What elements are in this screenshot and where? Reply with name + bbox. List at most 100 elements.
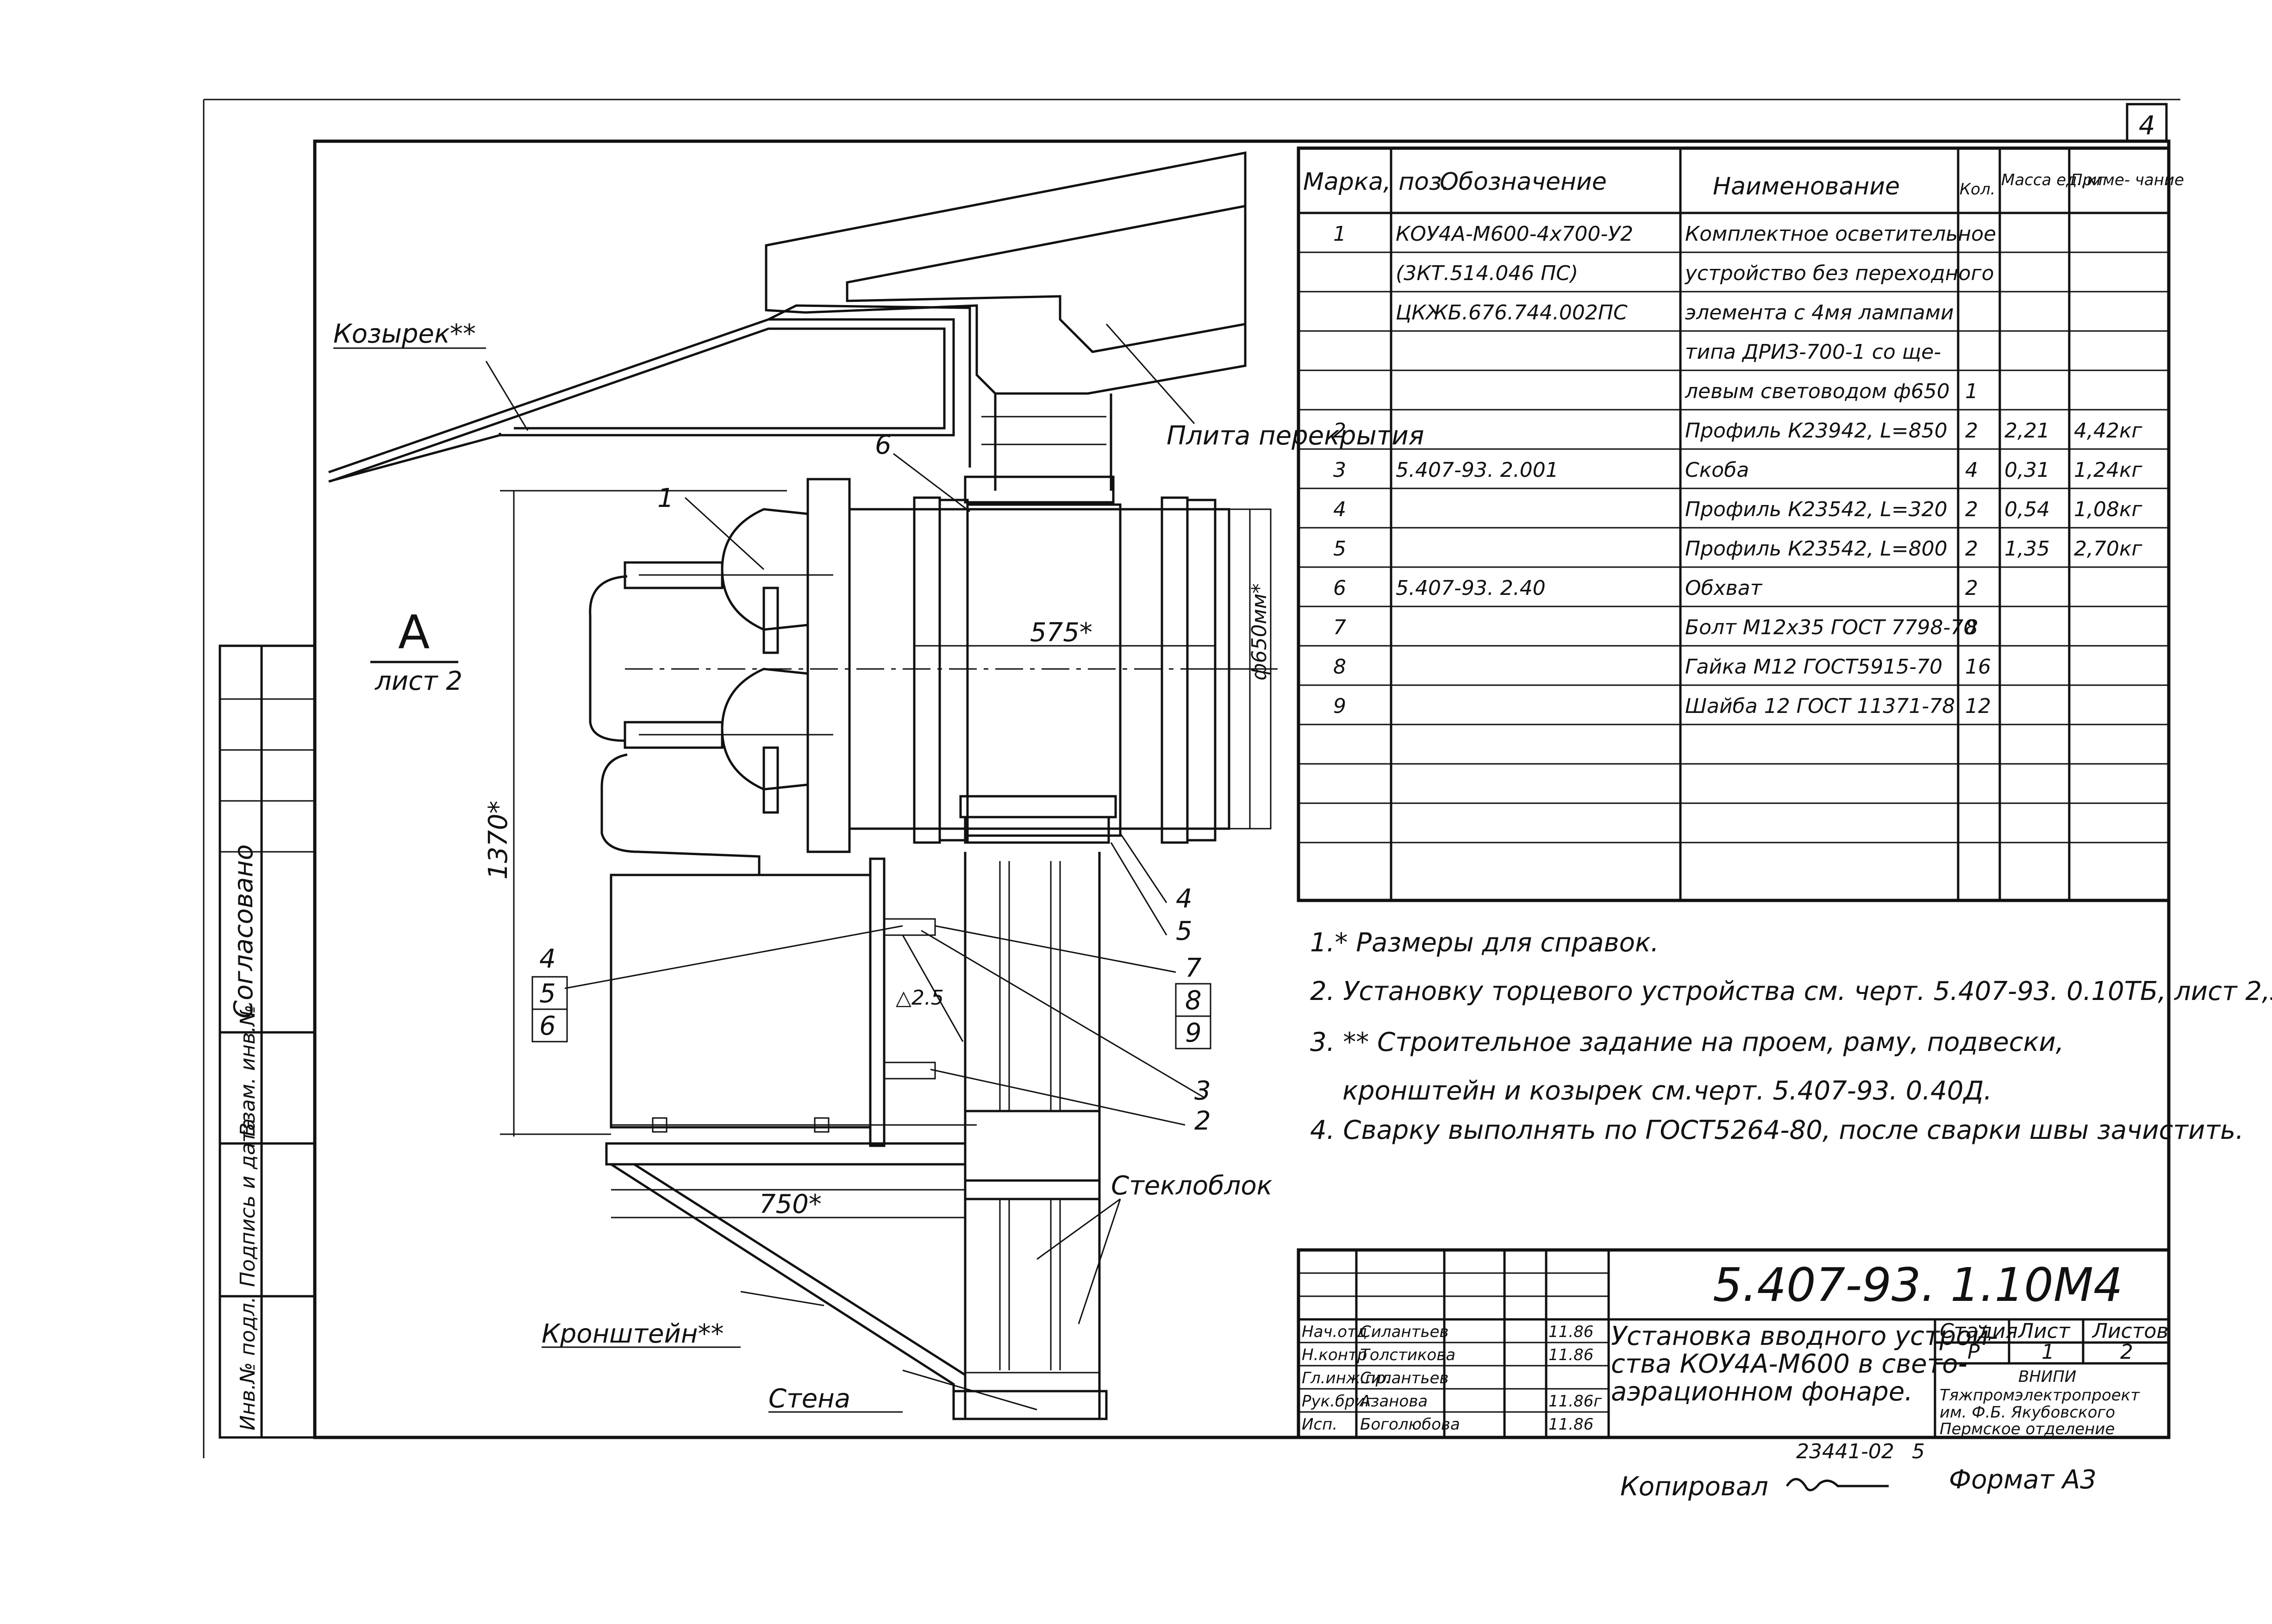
sheet-number: 4 (2139, 111, 2155, 141)
notes: 1.* Размеры для справок. 2. Установку то… (1310, 928, 2272, 1145)
stage-label: Стадия (1940, 1319, 2018, 1343)
cell-qty: 2 (1965, 537, 1978, 561)
cell-qty: 4 (1965, 458, 1978, 482)
dim-height: 1370* (483, 800, 513, 880)
callout-2: 2 (1194, 1106, 1211, 1136)
page-number: 5 (1912, 1440, 1925, 1463)
callout-8: 8 (1185, 986, 1202, 1016)
cell-note: 1,24кг (2074, 458, 2143, 482)
side-stamp (218, 644, 316, 1439)
stamp-signature: Подпись и дата (236, 1118, 260, 1287)
title-line-2: ства КОУ4А-М600 в свето- (1611, 1349, 1967, 1379)
drawing-labels: Козырек** Плита перекрытия А лист 2 Стек… (333, 319, 1424, 1414)
cell-mark: 3 (1333, 458, 1346, 482)
note-4: 4. Сварку выполнять по ГОСТ5264-80, посл… (1310, 1115, 2244, 1145)
cell-qty: 8 (1965, 616, 1978, 639)
title-block-grid (1297, 1248, 2171, 1439)
wall-label: Стена (768, 1384, 850, 1414)
sheets-value: 2 (2120, 1340, 2133, 1364)
callout-5-left: 5 (539, 979, 556, 1009)
view-sheet: лист 2 (375, 666, 462, 696)
spec-table-grid (1297, 146, 2171, 902)
format-label: Формат А3 (1949, 1465, 2097, 1495)
cell-designation: 5.407-93. 2.40 (1396, 576, 1546, 600)
note-3-cont: кронштейн и козырек см.черт. 5.407-93. 0… (1342, 1076, 1992, 1106)
cell-mark: 6 (1333, 576, 1346, 600)
bracket-label: Кронштейн** (542, 1319, 724, 1349)
role-name: Силантьев (1360, 1369, 1448, 1387)
copier-signature (1785, 1478, 1889, 1492)
cell-name: типа ДРИЗ-700-1 со ще- (1685, 340, 1941, 364)
cell-name: Гайка М12 ГОСТ5915-70 (1685, 655, 1942, 679)
cell-mark: 9 (1333, 694, 1346, 718)
lighting-device (589, 478, 1278, 875)
dim-reach: 750* (759, 1189, 822, 1219)
role-name: Толстикова (1360, 1346, 1455, 1364)
role-date: 11.86г (1548, 1392, 1602, 1411)
callout-1: 1 (657, 483, 674, 513)
note-2: 2. Установку торцевого устройства см. че… (1310, 976, 2272, 1006)
glass-block-label: Стеклоблок (1111, 1171, 1273, 1201)
role-name: Азанова (1359, 1392, 1428, 1411)
cell-mass: 2,21 (2004, 419, 2050, 443)
cell-name: Профиль К23542, L=800 (1685, 537, 1947, 561)
dim-diameter: ф650мм* (1248, 583, 1271, 681)
dim-weld: △2.5 (896, 986, 944, 1010)
role-role: Нач.отд (1302, 1323, 1367, 1341)
dim-length: 575* (1030, 618, 1092, 648)
note-3: 3. ** Строительное задание на проем, рам… (1310, 1027, 2064, 1057)
callout-6-top: 6 (875, 430, 892, 460)
spec-table-header: Марка, поз. Обозначение Наименование Кол… (1303, 168, 2184, 200)
callout-6-left: 6 (539, 1011, 556, 1041)
stamp-inventory: Инв.№ подл. (236, 1296, 260, 1430)
org-line-4: Пермское отделение (1940, 1420, 2115, 1438)
callout-3: 3 (1194, 1076, 1211, 1106)
cell-qty: 2 (1965, 419, 1978, 443)
org-line-1: ВНИПИ (2018, 1368, 2076, 1386)
stamp-replacement: Взам. инв.№ (236, 1005, 260, 1137)
role-date: 11.86 (1548, 1323, 1593, 1341)
cell-mass: 0,31 (2004, 458, 2050, 482)
cell-designation: ЦКЖБ.676.744.002ПС (1396, 301, 1628, 325)
cell-note: 1,08кг (2074, 498, 2143, 521)
title-line-1: Установка вводного устрой- (1611, 1321, 1998, 1351)
cell-mark: 5 (1333, 537, 1346, 561)
cell-name: Скоба (1685, 458, 1749, 482)
role-role: Исп. (1302, 1415, 1337, 1434)
leader-lines (485, 324, 1204, 1411)
cell-mark: 7 (1333, 616, 1346, 639)
org-line-3: им. Ф.Б. Якубовского (1940, 1403, 2115, 1422)
table-row: типа ДРИЗ-700-1 со ще- (1685, 340, 1941, 364)
role-role: Рук.бриг (1302, 1392, 1374, 1411)
role-date: 11.86 (1548, 1415, 1593, 1434)
callout-5-right: 5 (1176, 916, 1192, 946)
org-line-2: Тяжпромэлектропроект (1940, 1386, 2140, 1405)
role-name: Боголюбова (1360, 1415, 1460, 1434)
note-1: 1.* Размеры для справок. (1310, 928, 1659, 958)
cell-mass: 1,35 (2004, 537, 2050, 561)
role-name: Силантьев (1360, 1323, 1448, 1341)
role-role: Гл.инж.пр. (1302, 1369, 1391, 1387)
header-mass: Масса ед.,кг (2001, 171, 2105, 189)
visor (328, 304, 971, 483)
cell-mark: 1 (1333, 222, 1346, 246)
sheet-value: 1 (2041, 1340, 2054, 1364)
cell-name: Болт М12х35 ГОСТ 7798-70 (1685, 616, 1976, 639)
cell-name: левым световодом ф650 (1685, 380, 1950, 403)
callout-9: 9 (1185, 1018, 1202, 1048)
cell-designation: (3КТ.514.046 ПС) (1396, 262, 1578, 285)
table-row: (3КТ.514.046 ПС)устройство без переходно… (1396, 262, 1994, 285)
callout-7: 7 (1185, 953, 1202, 983)
title-line-3: аэрационном фонаре. (1611, 1377, 1913, 1407)
cell-designation: КОУ4А-М600-4х700-У2 (1396, 222, 1633, 246)
cell-qty: 2 (1965, 498, 1978, 521)
